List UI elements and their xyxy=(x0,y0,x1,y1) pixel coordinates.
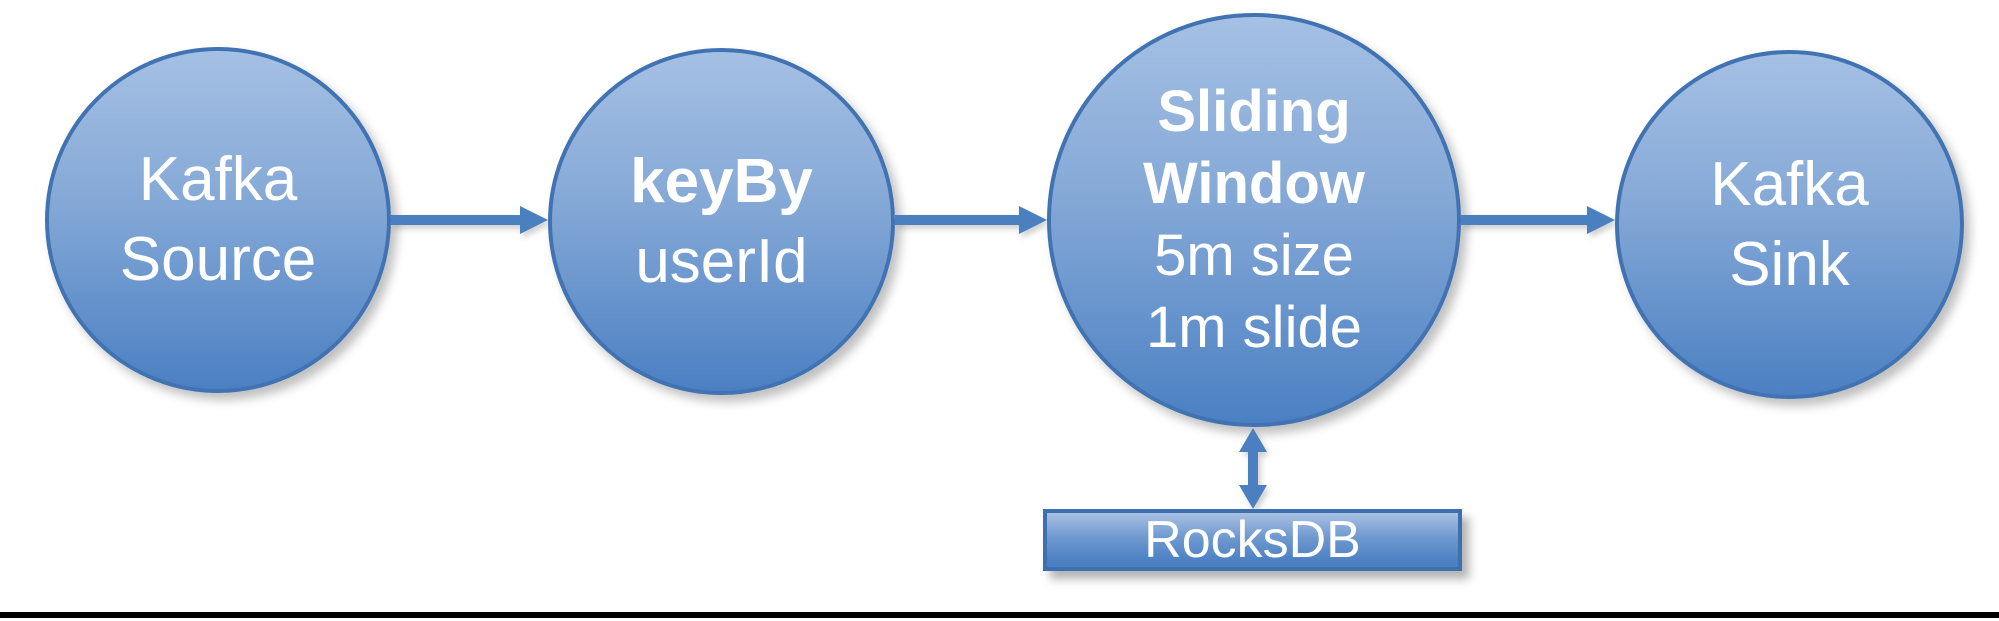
sliding-window-line3: 5m size xyxy=(1154,223,1354,288)
kafka-sink-line1: Kafka xyxy=(1710,149,1869,219)
node-kafka-source: Kafka Source xyxy=(45,47,391,393)
keyby-line1: keyBy xyxy=(630,146,813,216)
kafka-source-line2: Source xyxy=(119,225,317,294)
sliding-window-line4: 1m slide xyxy=(1146,295,1362,360)
keyby-line2: userId xyxy=(635,226,808,296)
arrow-window-rocksdb-bidirectional-icon xyxy=(1239,428,1267,509)
node-sliding-window: Sliding Window 5m size 1m slide xyxy=(1047,13,1461,427)
node-keyby: keyBy userId xyxy=(548,48,895,395)
bottom-rule xyxy=(0,612,1999,618)
node-rocksdb: RocksDB xyxy=(1043,509,1462,571)
arrow-window-to-sink-icon xyxy=(1461,206,1615,234)
sliding-window-line1: Sliding xyxy=(1157,79,1351,144)
kafka-sink-line2: Sink xyxy=(1729,229,1850,299)
rocksdb-label: RocksDB xyxy=(1144,511,1361,569)
arrow-keyby-to-window-icon xyxy=(895,206,1047,234)
kafka-source-line1: Kafka xyxy=(138,145,298,214)
node-kafka-sink: Kafka Sink xyxy=(1615,50,1964,399)
sliding-window-line2: Window xyxy=(1143,151,1365,216)
arrow-source-to-keyby-icon xyxy=(391,206,548,234)
